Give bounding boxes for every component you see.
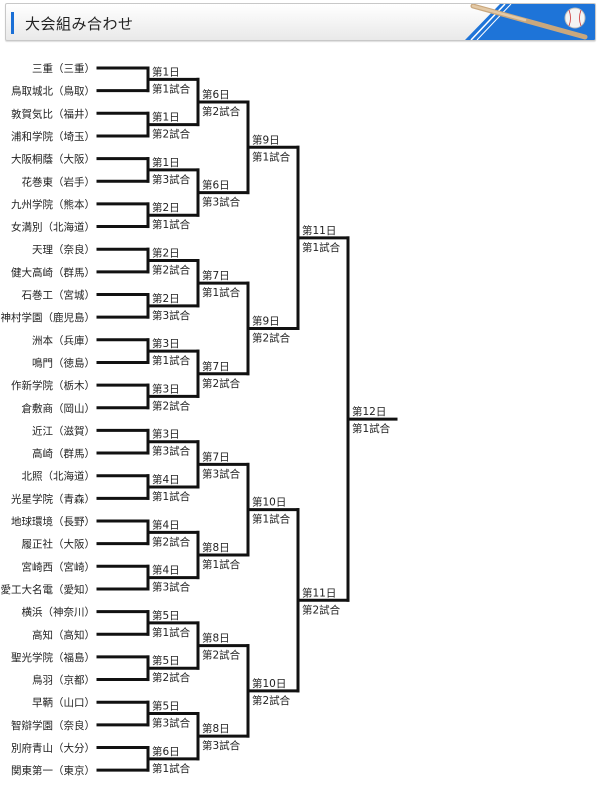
team-name: 高知（高知） (32, 628, 95, 641)
match-day-label: 第3日 (152, 428, 180, 441)
match-day-label: 第5日 (152, 700, 180, 713)
team-name: 宮崎西（宮崎） (22, 560, 96, 573)
match-day-label: 第12日 (352, 405, 386, 418)
match-game-label: 第2試合 (252, 331, 291, 344)
match-game-label: 第2試合 (302, 603, 341, 616)
match-game-label: 第1試合 (152, 626, 191, 639)
match-day-label: 第8日 (202, 722, 230, 735)
match-game-label: 第1試合 (152, 82, 191, 95)
match-game-label: 第2試合 (202, 105, 241, 118)
team-name: 大阪桐蔭（大阪） (11, 153, 95, 166)
match-game-label: 第1試合 (352, 422, 391, 435)
match-game-label: 第2試合 (252, 694, 291, 707)
team-name: 天理（奈良） (32, 243, 95, 256)
header-accent-bar (11, 12, 14, 34)
match-day-label: 第4日 (152, 518, 180, 531)
match-game-label: 第1試合 (152, 218, 191, 231)
team-name: 鳥取城北（鳥取） (11, 85, 95, 98)
match-day-label: 第10日 (252, 677, 286, 690)
team-name: 早鞆（山口） (32, 696, 95, 709)
match-day-label: 第5日 (152, 654, 180, 667)
match-game-label: 第1試合 (202, 558, 241, 571)
team-name: 敦賀気比（福井） (11, 107, 95, 120)
team-name: 光星学院（青森） (11, 492, 95, 505)
match-game-label: 第2試合 (202, 649, 241, 662)
match-day-label: 第2日 (152, 247, 180, 260)
match-game-label: 第2試合 (152, 671, 191, 684)
match-day-label: 第4日 (152, 564, 180, 577)
team-name: 横浜（神奈川） (22, 606, 96, 619)
team-name: 近江（滋賀） (32, 424, 95, 437)
match-day-label: 第9日 (252, 133, 280, 146)
team-name: 洲本（兵庫） (32, 334, 95, 347)
match-game-label: 第1試合 (152, 490, 191, 503)
match-game-label: 第3試合 (152, 445, 191, 458)
match-day-label: 第8日 (202, 541, 230, 554)
match-day-label: 第3日 (152, 337, 180, 350)
match-game-label: 第3試合 (202, 467, 241, 480)
match-game-label: 第3試合 (152, 581, 191, 594)
match-game-label: 第3試合 (202, 739, 241, 752)
match-day-label: 第5日 (152, 609, 180, 622)
match-day-label: 第7日 (202, 360, 230, 373)
team-name: 九州学院（熊本） (11, 198, 95, 211)
match-game-label: 第1試合 (202, 286, 241, 299)
team-name: 花巻東（岩手） (22, 175, 96, 188)
team-name: 聖光学院（福島） (11, 651, 95, 664)
match-day-label: 第2日 (152, 292, 180, 305)
match-day-label: 第2日 (152, 201, 180, 214)
baseball-bat-and-ball-icon (465, 4, 595, 40)
match-day-label: 第6日 (152, 745, 180, 758)
match-day-label: 第1日 (152, 65, 180, 78)
match-game-label: 第3試合 (152, 173, 191, 186)
match-day-label: 第11日 (302, 586, 336, 599)
match-day-label: 第3日 (152, 382, 180, 395)
team-name: 高崎（群馬） (32, 447, 95, 460)
match-game-label: 第3試合 (152, 717, 191, 730)
match-game-label: 第2試合 (202, 377, 241, 390)
match-game-label: 第2試合 (152, 535, 191, 548)
match-day-label: 第7日 (202, 450, 230, 463)
match-game-label: 第3試合 (152, 309, 191, 322)
match-game-label: 第1試合 (302, 241, 341, 254)
match-day-label: 第1日 (152, 156, 180, 169)
match-day-label: 第9日 (252, 314, 280, 327)
team-name: 石巻工（宮城） (22, 289, 96, 302)
match-day-label: 第7日 (202, 269, 230, 282)
page-title: 大会組み合わせ (25, 15, 134, 33)
match-game-label: 第1試合 (252, 150, 291, 163)
match-day-label: 第4日 (152, 473, 180, 486)
match-game-label: 第2試合 (152, 128, 191, 141)
team-name: 健大高崎（群馬） (11, 266, 95, 279)
team-name: 鳥羽（京都） (32, 674, 95, 687)
team-name: 女満別（北海道） (11, 221, 95, 234)
team-name: 関東第一（東京） (11, 764, 95, 777)
match-game-label: 第3試合 (202, 196, 241, 209)
match-game-label: 第1試合 (252, 513, 291, 526)
match-day-label: 第6日 (202, 88, 230, 101)
team-name: 智辯学園（奈良） (11, 719, 95, 732)
match-day-label: 第6日 (202, 179, 230, 192)
team-name: 三重（三重） (32, 62, 95, 75)
match-game-label: 第1試合 (152, 354, 191, 367)
match-game-label: 第2試合 (152, 264, 191, 277)
match-day-label: 第11日 (302, 224, 336, 237)
team-name: 履正社（大阪） (22, 538, 96, 551)
team-name: 浦和学院（埼玉） (11, 130, 95, 143)
team-name: 地球環境（長野） (11, 515, 95, 528)
match-day-label: 第1日 (152, 111, 180, 124)
team-name: 作新学院（栃木） (11, 379, 95, 392)
team-name: 別府青山（大分） (11, 742, 95, 755)
match-day-label: 第10日 (252, 496, 286, 509)
team-name: 愛工大名電（愛知） (1, 583, 96, 596)
section-header: 大会組み合わせ (5, 3, 596, 41)
team-name: 鳴門（徳島） (32, 356, 95, 369)
team-name: 北照（北海道） (22, 470, 96, 483)
team-name: 倉敷商（岡山） (22, 402, 96, 415)
match-game-label: 第1試合 (152, 762, 191, 775)
match-day-label: 第8日 (202, 632, 230, 645)
team-name: 神村学園（鹿児島） (1, 311, 96, 324)
match-game-label: 第2試合 (152, 399, 191, 412)
